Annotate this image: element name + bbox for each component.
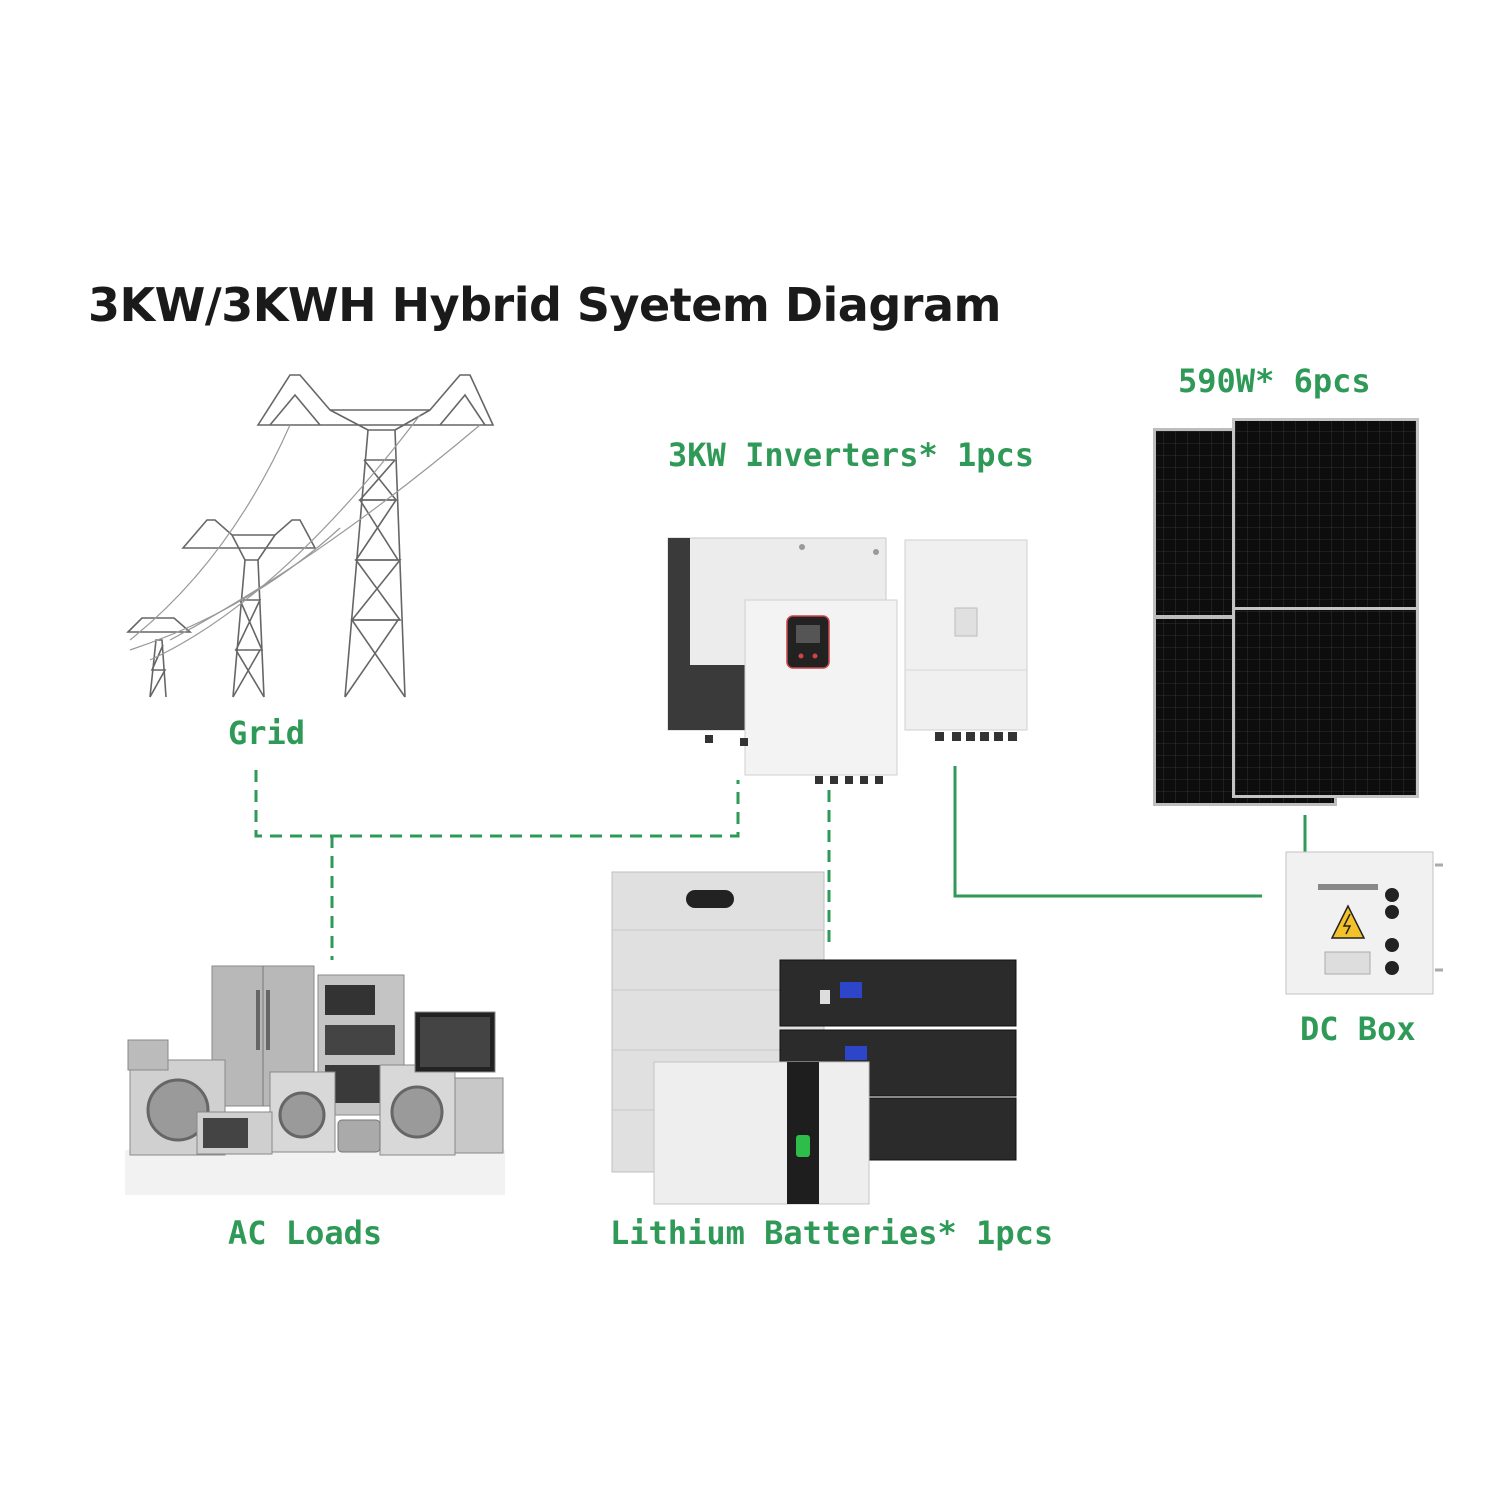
inverter-label: 3KW Inverters* 1pcs	[668, 436, 1035, 474]
dc-box-connection-line	[953, 766, 1262, 898]
ac-loads-label: AC Loads	[228, 1214, 383, 1252]
battery-label: Lithium Batteries* 1pcs	[610, 1214, 1054, 1252]
grid-connection-line	[254, 770, 740, 838]
diagram-title: 3KW/3KWH Hybrid Syetem Diagram	[88, 278, 1001, 332]
solar-panel-label: 590W* 6pcs	[1178, 362, 1371, 400]
dc-box-label: DC Box	[1300, 1010, 1416, 1048]
grid-label: Grid	[228, 714, 306, 752]
